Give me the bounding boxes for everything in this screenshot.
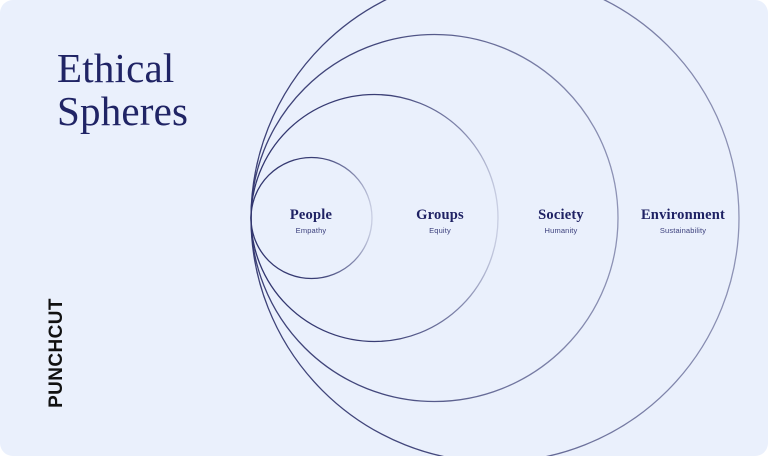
- sphere-name: Groups: [416, 207, 464, 223]
- punchcut-wordmark-text: PUNCHCUT: [46, 297, 67, 408]
- page-title: Ethical Spheres: [57, 45, 189, 135]
- sphere-subtitle: Empathy: [295, 226, 327, 236]
- sphere-subtitle: Sustainability: [659, 226, 707, 236]
- sphere-subtitle: Humanity: [544, 226, 578, 236]
- sphere-subtitle: Equity: [429, 226, 451, 236]
- sphere-name: People: [289, 207, 333, 223]
- sphere-ring-environment: [250, 0, 740, 456]
- sphere-name: Society: [538, 207, 584, 223]
- sphere-name: Environment: [640, 207, 726, 223]
- punchcut-wordmark: PUNCHCUT: [44, 297, 70, 408]
